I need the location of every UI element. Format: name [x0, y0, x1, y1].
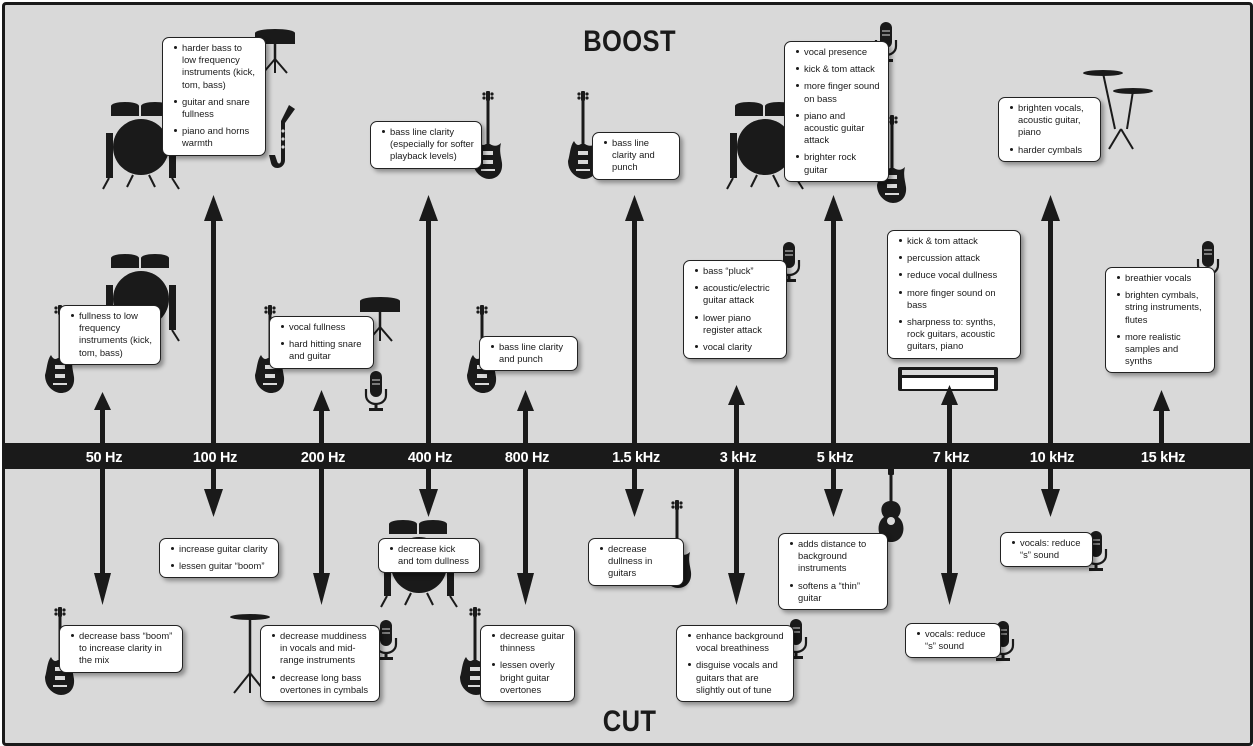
double-arrow-icon: [204, 195, 223, 517]
boost-box-50hz: fullness to low frequency instruments (k…: [59, 305, 161, 365]
freq-label-100hz: 100 Hz: [192, 450, 238, 466]
freq-label-15khz: 15 kHz: [1140, 450, 1186, 466]
cut-item: vocals: reduce “s” sound: [917, 628, 993, 652]
boost-box-5khz: vocal presence kick & tom attack more fi…: [784, 41, 889, 182]
cut-box-7khz: vocals: reduce “s” sound: [905, 623, 1001, 659]
cut-item: decrease long bass overtones in cymbals: [272, 672, 372, 696]
freq-label-800hz: 800 Hz: [504, 450, 550, 466]
boost-box-10khz: brighten vocals, acoustic guitar, piano …: [998, 97, 1101, 162]
freq-label-5khz: 5 kHz: [816, 450, 854, 466]
freq-label-7khz: 7 kHz: [932, 450, 970, 466]
illustration-layer: [5, 20, 1250, 695]
acoustic-guitar-icon: [878, 467, 904, 542]
cut-label: CUT: [602, 705, 657, 738]
boost-item: bass “pluck”: [695, 265, 779, 277]
double-arrow-icon: [1041, 195, 1060, 517]
cut-item: enhance background vocal breathiness: [688, 630, 786, 654]
double-arrow-icon: [824, 195, 843, 517]
double-arrow-icon: [728, 385, 745, 605]
double-arrow-icon: [517, 390, 534, 605]
freq-label-10khz: 10 kHz: [1029, 450, 1075, 466]
boost-item: vocal fullness: [281, 321, 366, 333]
microphone-icon: [364, 369, 388, 413]
boost-item: brighten vocals, acoustic guitar, piano: [1010, 102, 1093, 139]
boost-box-1-5khz: bass line clarity and punch: [592, 132, 680, 180]
cut-box-3khz: enhance background vocal breathiness dis…: [676, 625, 794, 703]
cut-item: lessen guitar “boom”: [171, 560, 271, 572]
boost-item: acoustic/electric guitar attack: [695, 282, 779, 306]
cut-item: decrease guitar thinness: [492, 630, 567, 654]
boost-item: harder cymbals: [1010, 144, 1093, 156]
double-arrow-icon: [313, 390, 330, 605]
boost-box-800hz: bass line clarity and punch: [479, 336, 578, 372]
cut-box-100hz: increase guitar clarity lessen guitar “b…: [159, 538, 279, 579]
double-arrow-icon: [94, 392, 111, 605]
boost-item: hard hitting snare and guitar: [281, 338, 366, 362]
freq-label-50hz: 50 Hz: [85, 450, 123, 466]
boost-item: percussion attack: [899, 252, 1013, 264]
boost-item: bass line clarity and punch: [491, 341, 570, 365]
cut-item: decrease muddiness in vocals and mid-ran…: [272, 630, 372, 667]
boost-item: more realistic samples and synths: [1117, 331, 1207, 368]
cut-box-50hz: decrease bass “boom” to increase clarity…: [59, 625, 183, 673]
boost-box-200hz: vocal fullness hard hitting snare and gu…: [269, 316, 374, 369]
freq-label-1-5khz: 1.5 kHz: [612, 450, 660, 466]
boost-item: piano and horns warmth: [174, 125, 258, 149]
boost-item: more finger sound on bass: [796, 80, 880, 104]
boost-box-3khz: bass “pluck” acoustic/electric guitar at…: [683, 260, 787, 360]
boost-item: guitar and snare fullness: [174, 96, 258, 120]
boost-item: sharpness to: synths, rock guitars, acou…: [899, 316, 1013, 353]
boost-box-400hz: bass line clarity (especially for softer…: [370, 121, 482, 169]
boost-item: kick & tom attack: [796, 63, 881, 75]
boost-item: more finger sound on bass: [899, 287, 1013, 311]
boost-item: kick & tom attack: [899, 235, 1013, 247]
cut-item: adds distance to background instruments: [790, 538, 880, 575]
boost-item: bass line clarity and punch: [604, 137, 672, 174]
cut-box-5khz: adds distance to background instruments …: [778, 533, 888, 611]
cut-item: increase guitar clarity: [171, 543, 271, 555]
double-arrow-icon: [941, 385, 958, 605]
freq-label-400hz: 400 Hz: [407, 450, 453, 466]
double-arrow-icon: [419, 195, 438, 517]
cut-box-10khz: vocals: reduce “s” sound: [1000, 532, 1093, 568]
boost-box-7khz: kick & tom attack percussion attack redu…: [887, 230, 1021, 359]
boost-item: reduce vocal dullness: [899, 269, 1013, 281]
keyboard-icon: [898, 367, 998, 391]
boost-item: piano and acoustic guitar attack: [796, 110, 881, 147]
cut-item: vocals: reduce “s” sound: [1012, 537, 1085, 561]
freq-label-200hz: 200 Hz: [300, 450, 346, 466]
boost-item: breathier vocals: [1117, 272, 1207, 284]
cut-box-200hz: decrease muddiness in vocals and mid-ran…: [260, 625, 380, 703]
arrows: [94, 195, 1170, 605]
boost-item: vocal presence: [796, 46, 881, 58]
saxophone-icon: [269, 105, 295, 169]
boost-item: brighten cymbals, string instruments, fl…: [1117, 289, 1207, 326]
cut-item: decrease kick and tom dullness: [390, 543, 472, 567]
cut-item: decrease bass “boom” to increase clarity…: [71, 630, 175, 667]
boost-item: lower piano register attack: [695, 312, 779, 336]
boost-box-100hz: harder bass to low frequency instruments…: [162, 37, 266, 156]
boost-item: harder bass to low frequency instruments…: [174, 42, 258, 91]
boost-item: fullness to low frequency instruments (k…: [71, 310, 152, 358]
cut-item: disguise vocals and guitars that are sli…: [688, 659, 786, 696]
cut-box-1-5khz: decrease dullness in guitars: [588, 538, 684, 586]
double-arrow-icon: [1153, 390, 1170, 448]
boost-item: bass line clarity (especially for softer…: [382, 126, 474, 162]
double-arrow-icon: [625, 195, 644, 517]
freq-label-3khz: 3 kHz: [719, 450, 757, 466]
cut-box-400hz: decrease kick and tom dullness: [378, 538, 480, 574]
boost-item: vocal clarity: [695, 341, 779, 353]
boost-box-15khz: breathier vocals brighten cymbals, strin…: [1105, 267, 1215, 374]
cut-box-800hz: decrease guitar thinness lessen overly b…: [480, 625, 575, 703]
boost-item: brighter rock guitar: [796, 151, 881, 175]
cut-item: lessen overly bright guitar overtones: [492, 659, 567, 696]
cut-item: softens a “thin” guitar: [790, 580, 880, 604]
boost-label: BOOST: [583, 25, 676, 58]
cut-item: decrease dullness in guitars: [600, 543, 676, 580]
